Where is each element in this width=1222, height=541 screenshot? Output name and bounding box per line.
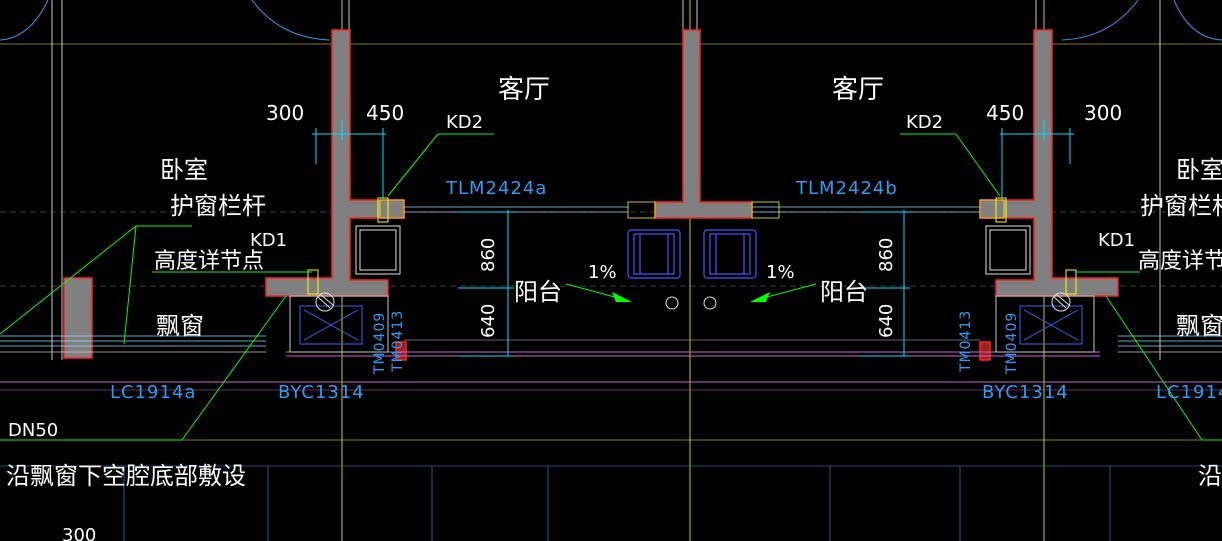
dim-450-right: 450 xyxy=(986,101,1024,125)
kd1-tag-left: KD1 xyxy=(250,230,287,251)
height-detail-label-left: 高度详节点 xyxy=(154,249,264,274)
dim-450-left: 450 xyxy=(366,101,404,125)
leader-lines xyxy=(0,133,1222,441)
pipe-note-left: 沿飘窗下空腔底部敷设 xyxy=(6,462,246,490)
bay-window-label-right: 飘窗 xyxy=(1176,312,1222,340)
bedroom-label-right: 卧室 xyxy=(1176,156,1222,184)
window-tag-left: LC1914a xyxy=(110,382,196,403)
dn50-label: DN50 xyxy=(8,420,58,441)
living-room-label-left: 客厅 xyxy=(498,75,550,105)
drain-pipes xyxy=(315,292,1071,312)
dim-860-right: 860 xyxy=(876,238,897,272)
dim-300-right: 300 xyxy=(1084,101,1122,125)
door-tag-left: TLM2424a xyxy=(445,178,547,199)
slope-label-right: 1% xyxy=(766,262,795,283)
slope-label-left: 1% xyxy=(588,262,617,283)
appliance-boxes xyxy=(355,225,1031,275)
slope-arrowheads xyxy=(612,292,770,302)
dim-300-bottom: 300 xyxy=(62,525,96,541)
balcony-label-right: 阳台 xyxy=(820,278,868,306)
window-lines xyxy=(0,199,1222,353)
byc-tag-right: BYC1314 xyxy=(982,382,1069,403)
kd2-tag-left: KD2 xyxy=(446,112,483,133)
window-tag-right: LC1914 xyxy=(1156,382,1222,403)
guard-rail-label-left: 护窗栏杆 xyxy=(170,192,266,220)
dim-640-left: 640 xyxy=(478,304,499,338)
byc-tag-left: BYC1314 xyxy=(278,382,365,403)
height-detail-label-right: 高度详节点 xyxy=(1138,249,1222,274)
ac-units xyxy=(299,305,1083,345)
tm-tag-right-b: TM0409 xyxy=(1004,312,1020,375)
bay-window-label-left: 飘窗 xyxy=(156,312,204,340)
washing-machines xyxy=(627,229,757,279)
walls xyxy=(63,29,1119,361)
kd1-tag-right: KD1 xyxy=(1098,230,1135,251)
guard-rail-label-right: 护窗栏杆 xyxy=(1140,192,1222,220)
dim-300-left: 300 xyxy=(266,101,304,125)
dim-640-right: 640 xyxy=(876,304,897,338)
tm-tag-left-b: TM0413 xyxy=(390,310,406,373)
balcony-label-left: 阳台 xyxy=(514,278,562,306)
dimension-lines xyxy=(312,120,1074,357)
door-swing-arcs xyxy=(0,0,1222,41)
balcony-slab xyxy=(286,295,1100,357)
door-tag-right: TLM2424b xyxy=(795,178,898,199)
pipe-note-right: 沿飘 xyxy=(1198,462,1222,490)
tm-tag-right-a: TM0413 xyxy=(958,310,974,373)
bedroom-label-left: 卧室 xyxy=(160,156,208,184)
kd2-tag-right: KD2 xyxy=(906,112,943,133)
dim-860-left: 860 xyxy=(478,238,499,272)
living-room-label-right: 客厅 xyxy=(832,75,884,105)
tm-tag-left-a: TM0409 xyxy=(372,312,388,375)
